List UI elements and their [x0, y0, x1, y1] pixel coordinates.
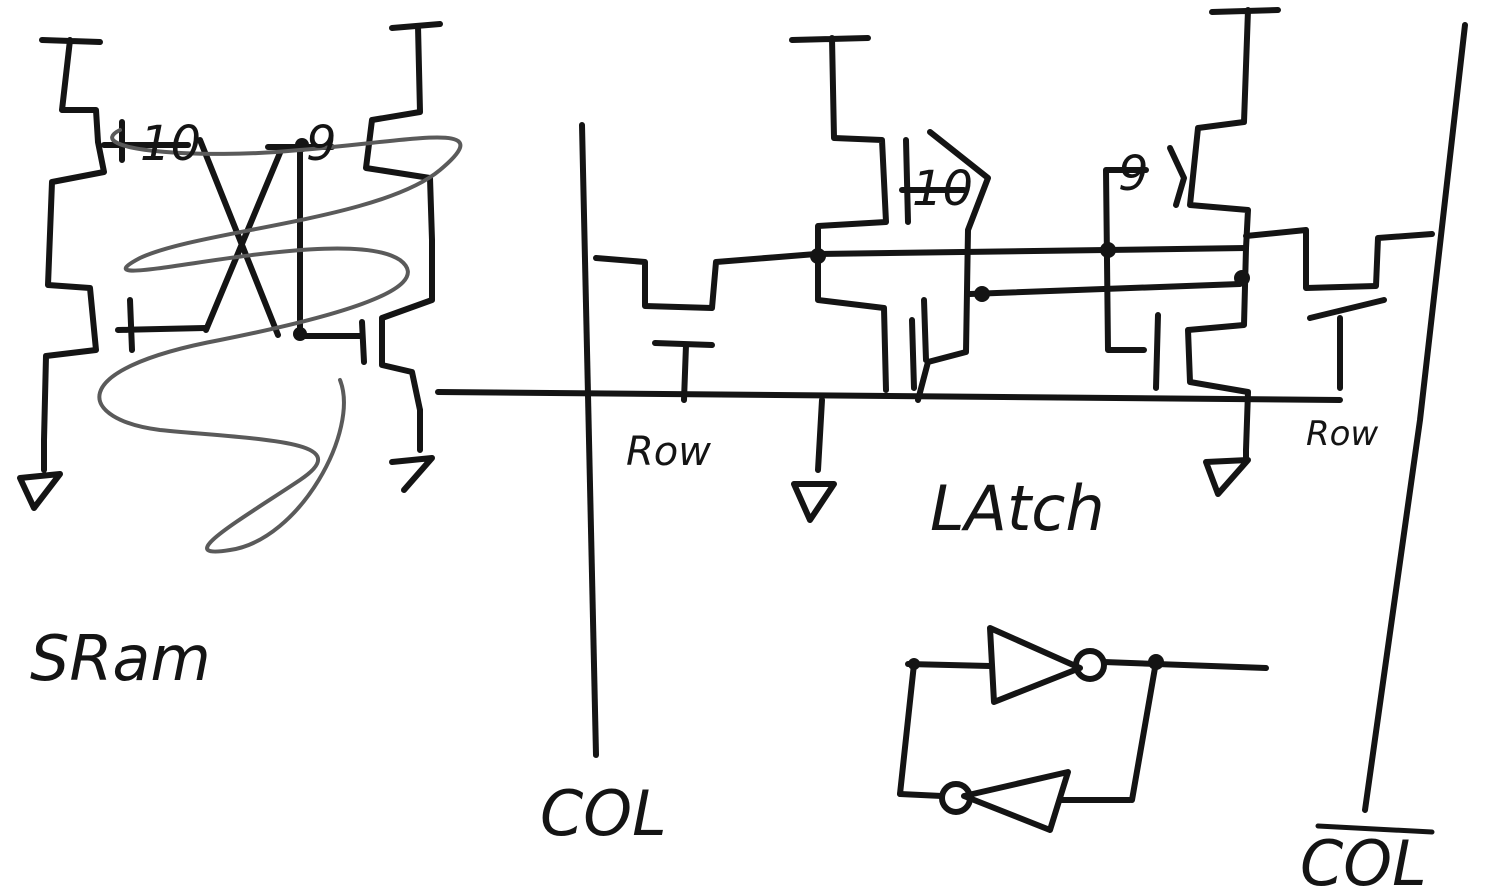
sram-scribble-out — [97, 128, 463, 554]
latch-right-ground — [1203, 447, 1251, 497]
row-label-left: Row — [626, 429, 711, 475]
latch-right-access-gate — [1307, 297, 1387, 391]
latch-right-access-transistor — [1243, 227, 1435, 291]
latch-left-pullup-gate — [899, 137, 967, 225]
inverter-loop-right — [1129, 659, 1159, 803]
col-bar-bit-line — [1362, 22, 1468, 813]
col-label: COL — [540, 777, 667, 850]
row-word-line — [435, 389, 1343, 403]
sram-storage-node — [265, 144, 335, 339]
inverter-loop — [897, 625, 1269, 833]
sram-left-ground — [17, 437, 63, 511]
latch-node-dot-2 — [1100, 242, 1116, 258]
latch-left-access-gate — [652, 340, 715, 403]
latch-cell: 10 9 — [593, 7, 1435, 523]
latch-node-dot-4 — [1234, 270, 1250, 286]
inverter-top-icon — [987, 625, 1083, 705]
inverter-node-dot-right — [1148, 654, 1164, 670]
col-bar-overline — [1315, 823, 1435, 835]
latch-internal-node-top — [815, 245, 1249, 257]
sram-right-pulldown-gate — [297, 319, 367, 365]
col-bit-line — [579, 122, 599, 758]
inverter-node-dot-left — [908, 658, 920, 670]
sram-cell: 10 9 — [17, 21, 463, 554]
sram-transistor-label-left: 10 — [140, 116, 201, 172]
latch-left-inner — [909, 129, 991, 403]
row-label-right: Row — [1306, 414, 1378, 454]
latch-node-dot-1 — [810, 248, 826, 264]
sram-title: SRam — [30, 622, 211, 695]
inverter-top-wires — [905, 659, 1269, 671]
latch-title: LAtch — [930, 472, 1105, 545]
sram-node-dot-bottom — [293, 327, 307, 341]
latch-node-dot-3 — [974, 286, 990, 302]
latch-left-vdd — [789, 35, 889, 393]
col-bar-label: COL — [1300, 827, 1427, 890]
latch-right-pullup-gate — [1167, 145, 1187, 208]
sram-cross-coupling — [197, 137, 285, 338]
latch-right-vdd — [1185, 7, 1281, 453]
sram-right-ground — [389, 407, 435, 493]
inverter-loop-left — [897, 661, 917, 797]
sram-right-vdd — [363, 21, 443, 413]
sram-left-vdd — [39, 37, 107, 443]
inverter-bottom-icon — [961, 769, 1071, 833]
sram-transistor-label-right: 9 — [306, 116, 337, 172]
latch-left-ground — [791, 397, 837, 523]
latch-transistor-label-right: 9 — [1118, 146, 1149, 202]
latch-left-access-transistor — [593, 251, 819, 311]
latch-right-inner — [1103, 167, 1161, 391]
sram-left-pulldown-gate — [115, 297, 208, 353]
latch-transistor-label-left: 10 — [912, 161, 973, 217]
inverter-bottom-wires — [897, 791, 1133, 803]
